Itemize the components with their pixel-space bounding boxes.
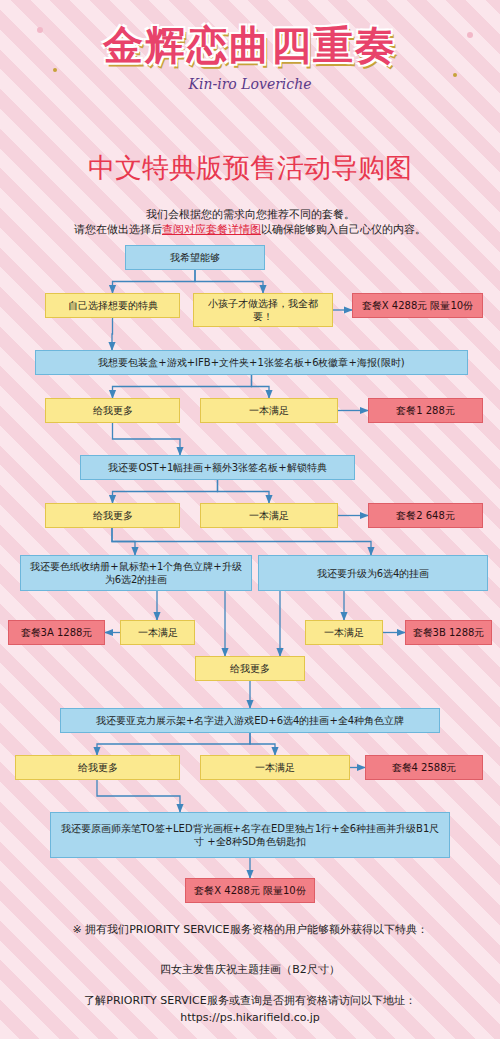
label-text: Kin-iro Loveriche — [189, 76, 312, 92]
choice-box: 小孩子才做选择，我全都要！ — [193, 293, 333, 327]
label-text: 请您在做出选择后 — [74, 223, 162, 236]
choice-box: 一本满足 — [200, 503, 338, 528]
node-text: 我还要OST+1幅挂画+额外3张签名板+解锁特典 — [108, 461, 326, 474]
node-text: 我还要色纸收纳册+鼠标垫+1个角色立牌+升级 为6选2的挂画 — [27, 560, 245, 586]
package-box: 套餐3A 1288元 — [8, 620, 105, 645]
step-box: 我还要色纸收纳册+鼠标垫+1个角色立牌+升级 为6选2的挂画 — [20, 555, 252, 591]
label-text: 查阅对应套餐详情图 — [162, 223, 261, 236]
node-text: 套餐X 4288元 限量10份 — [194, 884, 305, 897]
flow-connector — [350, 767, 365, 768]
step-box: 我还要原画师亲笔TO签+LED背光画框+名字在ED里独占1行+全6种挂画并升级B… — [50, 812, 450, 858]
footnote-line: https://ps.hikarifield.co.jp — [0, 1011, 500, 1024]
node-text: 一本满足 — [255, 761, 295, 774]
flow-connector — [113, 480, 218, 503]
choice-box: 给我更多 — [45, 398, 180, 423]
choice-box: 一本满足 — [200, 398, 338, 423]
label-text: 金辉恋曲四重奏 — [103, 22, 397, 68]
flow-connector — [113, 270, 196, 293]
step-box: 我希望能够 — [125, 245, 265, 270]
label-text: 四女主发售庆祝主题挂画（B2尺寸） — [160, 963, 340, 976]
node-text: 给我更多 — [78, 761, 118, 774]
label-text: https://ps.hikarifield.co.jp — [180, 1011, 320, 1024]
package-box: 套餐X 4288元 限量10份 — [185, 878, 315, 903]
node-text: 一本满足 — [249, 404, 289, 417]
step-box: 我还要升级为6选4的挂画 — [258, 555, 488, 591]
node-text: 我希望能够 — [170, 251, 220, 264]
flow-connector — [279, 591, 280, 656]
flow-connector — [105, 632, 120, 633]
flow-connector — [113, 423, 181, 455]
logo-subtitle: Kin-iro Loveriche — [0, 76, 500, 92]
node-text: 给我更多 — [93, 404, 133, 417]
flow-connector — [113, 375, 252, 398]
flow-connector — [383, 632, 405, 633]
node-text: 一本满足 — [249, 509, 289, 522]
flow-connector — [338, 515, 368, 516]
node-text: 我还要升级为6选4的挂画 — [317, 567, 430, 580]
label-text: 我们会根据您的需求向您推荐不同的套餐。 — [146, 208, 355, 221]
node-text: 一本满足 — [324, 626, 364, 639]
step-box: 我还要亚克力展示架+名字进入游戏ED+6选4的挂画+全4种角色立牌 — [60, 708, 440, 733]
node-text: 小孩子才做选择，我全都要！ — [200, 297, 326, 323]
node-text: 套餐3B 1288元 — [413, 626, 485, 639]
node-text: 给我更多 — [230, 662, 270, 675]
choice-box: 给我更多 — [15, 755, 180, 780]
node-text: 我想要包装盒+游戏+IFB+文件夹+1张签名板+6枚徽章+海报(限时) — [98, 356, 404, 369]
flow-connector — [224, 591, 225, 656]
intro-line: 请您在做出选择后查阅对应套餐详情图以确保能够购入自己心仪的内容。 — [0, 222, 500, 237]
flow-connector — [343, 591, 344, 620]
flow-connector — [97, 780, 180, 812]
flow-connector — [249, 858, 250, 878]
choice-box: 一本满足 — [305, 620, 383, 645]
step-box: 我想要包装盒+游戏+IFB+文件夹+1张签名板+6枚徽章+海报(限时) — [35, 350, 468, 375]
flow-connector — [112, 528, 371, 555]
heading: 中文特典版预售活动导购图 — [0, 150, 500, 186]
footnote-line: 了解PRIORITY SERVICE服务或查询是否拥有资格请访问以下地址： — [0, 993, 500, 1008]
flow-connector — [333, 309, 352, 310]
flow-connector — [252, 375, 270, 398]
footnote-line: ※ 拥有我们PRIORITY SERVICE服务资格的用户能够额外获得以下特典： — [0, 922, 500, 937]
node-text: 套餐X 4288元 限量10份 — [362, 299, 473, 312]
flow-connector — [111, 318, 113, 350]
package-box: 套餐3B 1288元 — [405, 620, 492, 645]
label-text: 了解PRIORITY SERVICE服务或查询是否拥有资格请访问以下地址： — [84, 994, 415, 1007]
flow-connector — [97, 733, 250, 755]
heading-text: 中文特典版预售活动导购图 — [88, 152, 412, 183]
flow-connector — [338, 410, 368, 411]
node-text: 给我更多 — [93, 509, 133, 522]
node-text: 套餐2 648元 — [396, 509, 455, 522]
node-text: 自己选择想要的特典 — [68, 299, 158, 312]
package-box: 套餐1 288元 — [368, 398, 483, 423]
step-box: 我还要OST+1幅挂画+额外3张签名板+解锁特典 — [80, 455, 355, 480]
footnote-line: 四女主发售庆祝主题挂画（B2尺寸） — [0, 962, 500, 977]
flow-connector — [156, 591, 157, 620]
choice-box: 给我更多 — [45, 503, 180, 528]
node-text: 套餐1 288元 — [396, 404, 455, 417]
node-text: 套餐3A 1288元 — [21, 626, 93, 639]
flow-connector — [195, 270, 263, 293]
choice-box: 一本满足 — [120, 620, 195, 645]
node-text: 我还要亚克力展示架+名字进入游戏ED+6选4的挂画+全4种角色立牌 — [96, 714, 404, 727]
package-box: 套餐4 2588元 — [365, 755, 483, 780]
node-text: 套餐4 2588元 — [392, 761, 457, 774]
package-box: 套餐X 4288元 限量10份 — [352, 293, 483, 318]
choice-box: 给我更多 — [195, 656, 305, 681]
package-box: 套餐2 648元 — [368, 503, 483, 528]
choice-box: 自己选择想要的特典 — [45, 293, 180, 318]
choice-box: 一本满足 — [200, 755, 350, 780]
node-text: 一本满足 — [138, 626, 178, 639]
node-text: 我还要原画师亲笔TO签+LED背光画框+名字在ED里独占1行+全6种挂画并升级B… — [57, 822, 443, 848]
logo-text: 金辉恋曲四重奏 — [0, 18, 500, 73]
flow-connector — [218, 480, 270, 503]
flow-connector — [249, 681, 250, 708]
label-text: ※ 拥有我们PRIORITY SERVICE服务资格的用户能够额外获得以下特典： — [72, 923, 427, 936]
label-text: 以确保能够购入自己心仪的内容。 — [261, 223, 426, 236]
intro-line: 我们会根据您的需求向您推荐不同的套餐。 — [0, 207, 500, 222]
flow-connector — [250, 733, 275, 755]
